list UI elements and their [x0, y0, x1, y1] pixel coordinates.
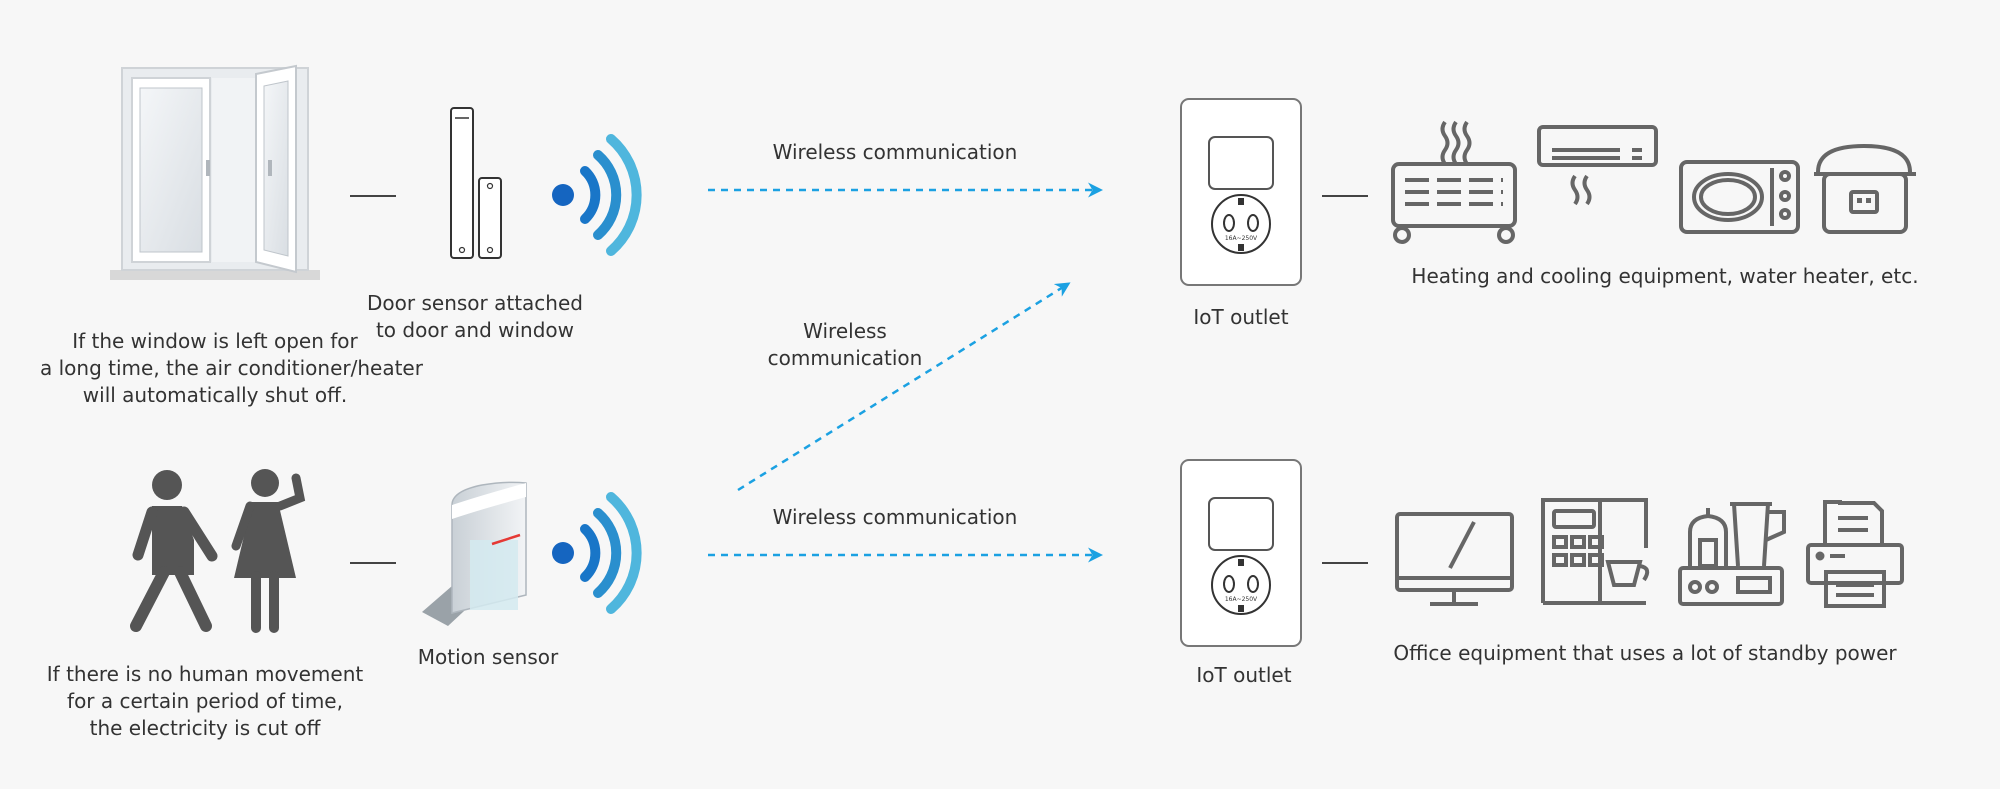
heater-icon: [1391, 120, 1517, 244]
microwave-icon: [1679, 160, 1800, 234]
iot-outlet-label-bottom: IoT outlet: [1144, 662, 1344, 689]
caption-line: the electricity is cut off: [89, 716, 321, 740]
caption-line: Door sensor attached: [367, 291, 583, 315]
motion-sensor-caption: Motion sensor: [388, 644, 588, 671]
air-conditioner-icon: [1537, 125, 1658, 206]
caption-line: will automatically shut off.: [82, 383, 348, 407]
wireless-label-middle: Wireless communication: [745, 318, 945, 372]
door-sensor-caption: Door sensor attached to door and window: [340, 290, 610, 344]
caption-line: Heating and cooling equipment, water hea…: [1411, 264, 1919, 288]
outlet-rating: 16A~250V: [1225, 596, 1258, 603]
caption-line: Wireless communication: [772, 505, 1018, 529]
wireless-arrow-diagonal: [737, 282, 1071, 492]
office-devices-caption: Office equipment that uses a lot of stan…: [1365, 640, 1925, 667]
wifi-signal-icon: [552, 492, 642, 614]
iot-outlet-label-top: IoT outlet: [1141, 304, 1341, 331]
caption-line: Wireless: [803, 319, 887, 343]
motion-sensor-icon: [422, 481, 527, 626]
blender-icon: [1678, 502, 1786, 606]
caption-line: to door and window: [375, 318, 575, 342]
wireless-label-bottom: Wireless communication: [745, 504, 1045, 531]
people-icon: [130, 469, 306, 633]
wifi-signal-icon: [552, 134, 642, 256]
door-sensor-icon: [450, 107, 502, 259]
iot-outlet-icon: 16A~250V: [1180, 459, 1302, 647]
caption-line: a long time, the air conditioner/heater: [40, 356, 423, 380]
wireless-label-top: Wireless communication: [745, 139, 1045, 166]
caption-line: Wireless communication: [772, 140, 1018, 164]
window-icon: [110, 64, 320, 280]
caption-line: If there is no human movement: [46, 662, 364, 686]
caption-line: communication: [767, 346, 923, 370]
monitor-icon: [1395, 512, 1514, 606]
motion-trigger-caption: If there is no human movement for a cert…: [40, 661, 370, 742]
outlet-rating: 16A~250V: [1225, 235, 1258, 242]
heating-devices-caption: Heating and cooling equipment, water hea…: [1390, 263, 1940, 290]
caption-line: Motion sensor: [417, 645, 559, 669]
caption-line: IoT outlet: [1193, 305, 1289, 329]
caption-line: If the window is left open for: [72, 329, 358, 353]
caption-line: Office equipment that uses a lot of stan…: [1393, 641, 1897, 665]
caption-line: for a certain period of time,: [67, 689, 343, 713]
rice-cooker-icon: [1814, 143, 1916, 234]
printer-icon: [1806, 500, 1904, 608]
iot-outlet-icon: 16A~250V: [1180, 98, 1302, 286]
window-trigger-caption: If the window is left open for a long ti…: [40, 328, 423, 409]
caption-line: IoT outlet: [1196, 663, 1292, 687]
coffee-machine-icon: [1541, 498, 1650, 605]
